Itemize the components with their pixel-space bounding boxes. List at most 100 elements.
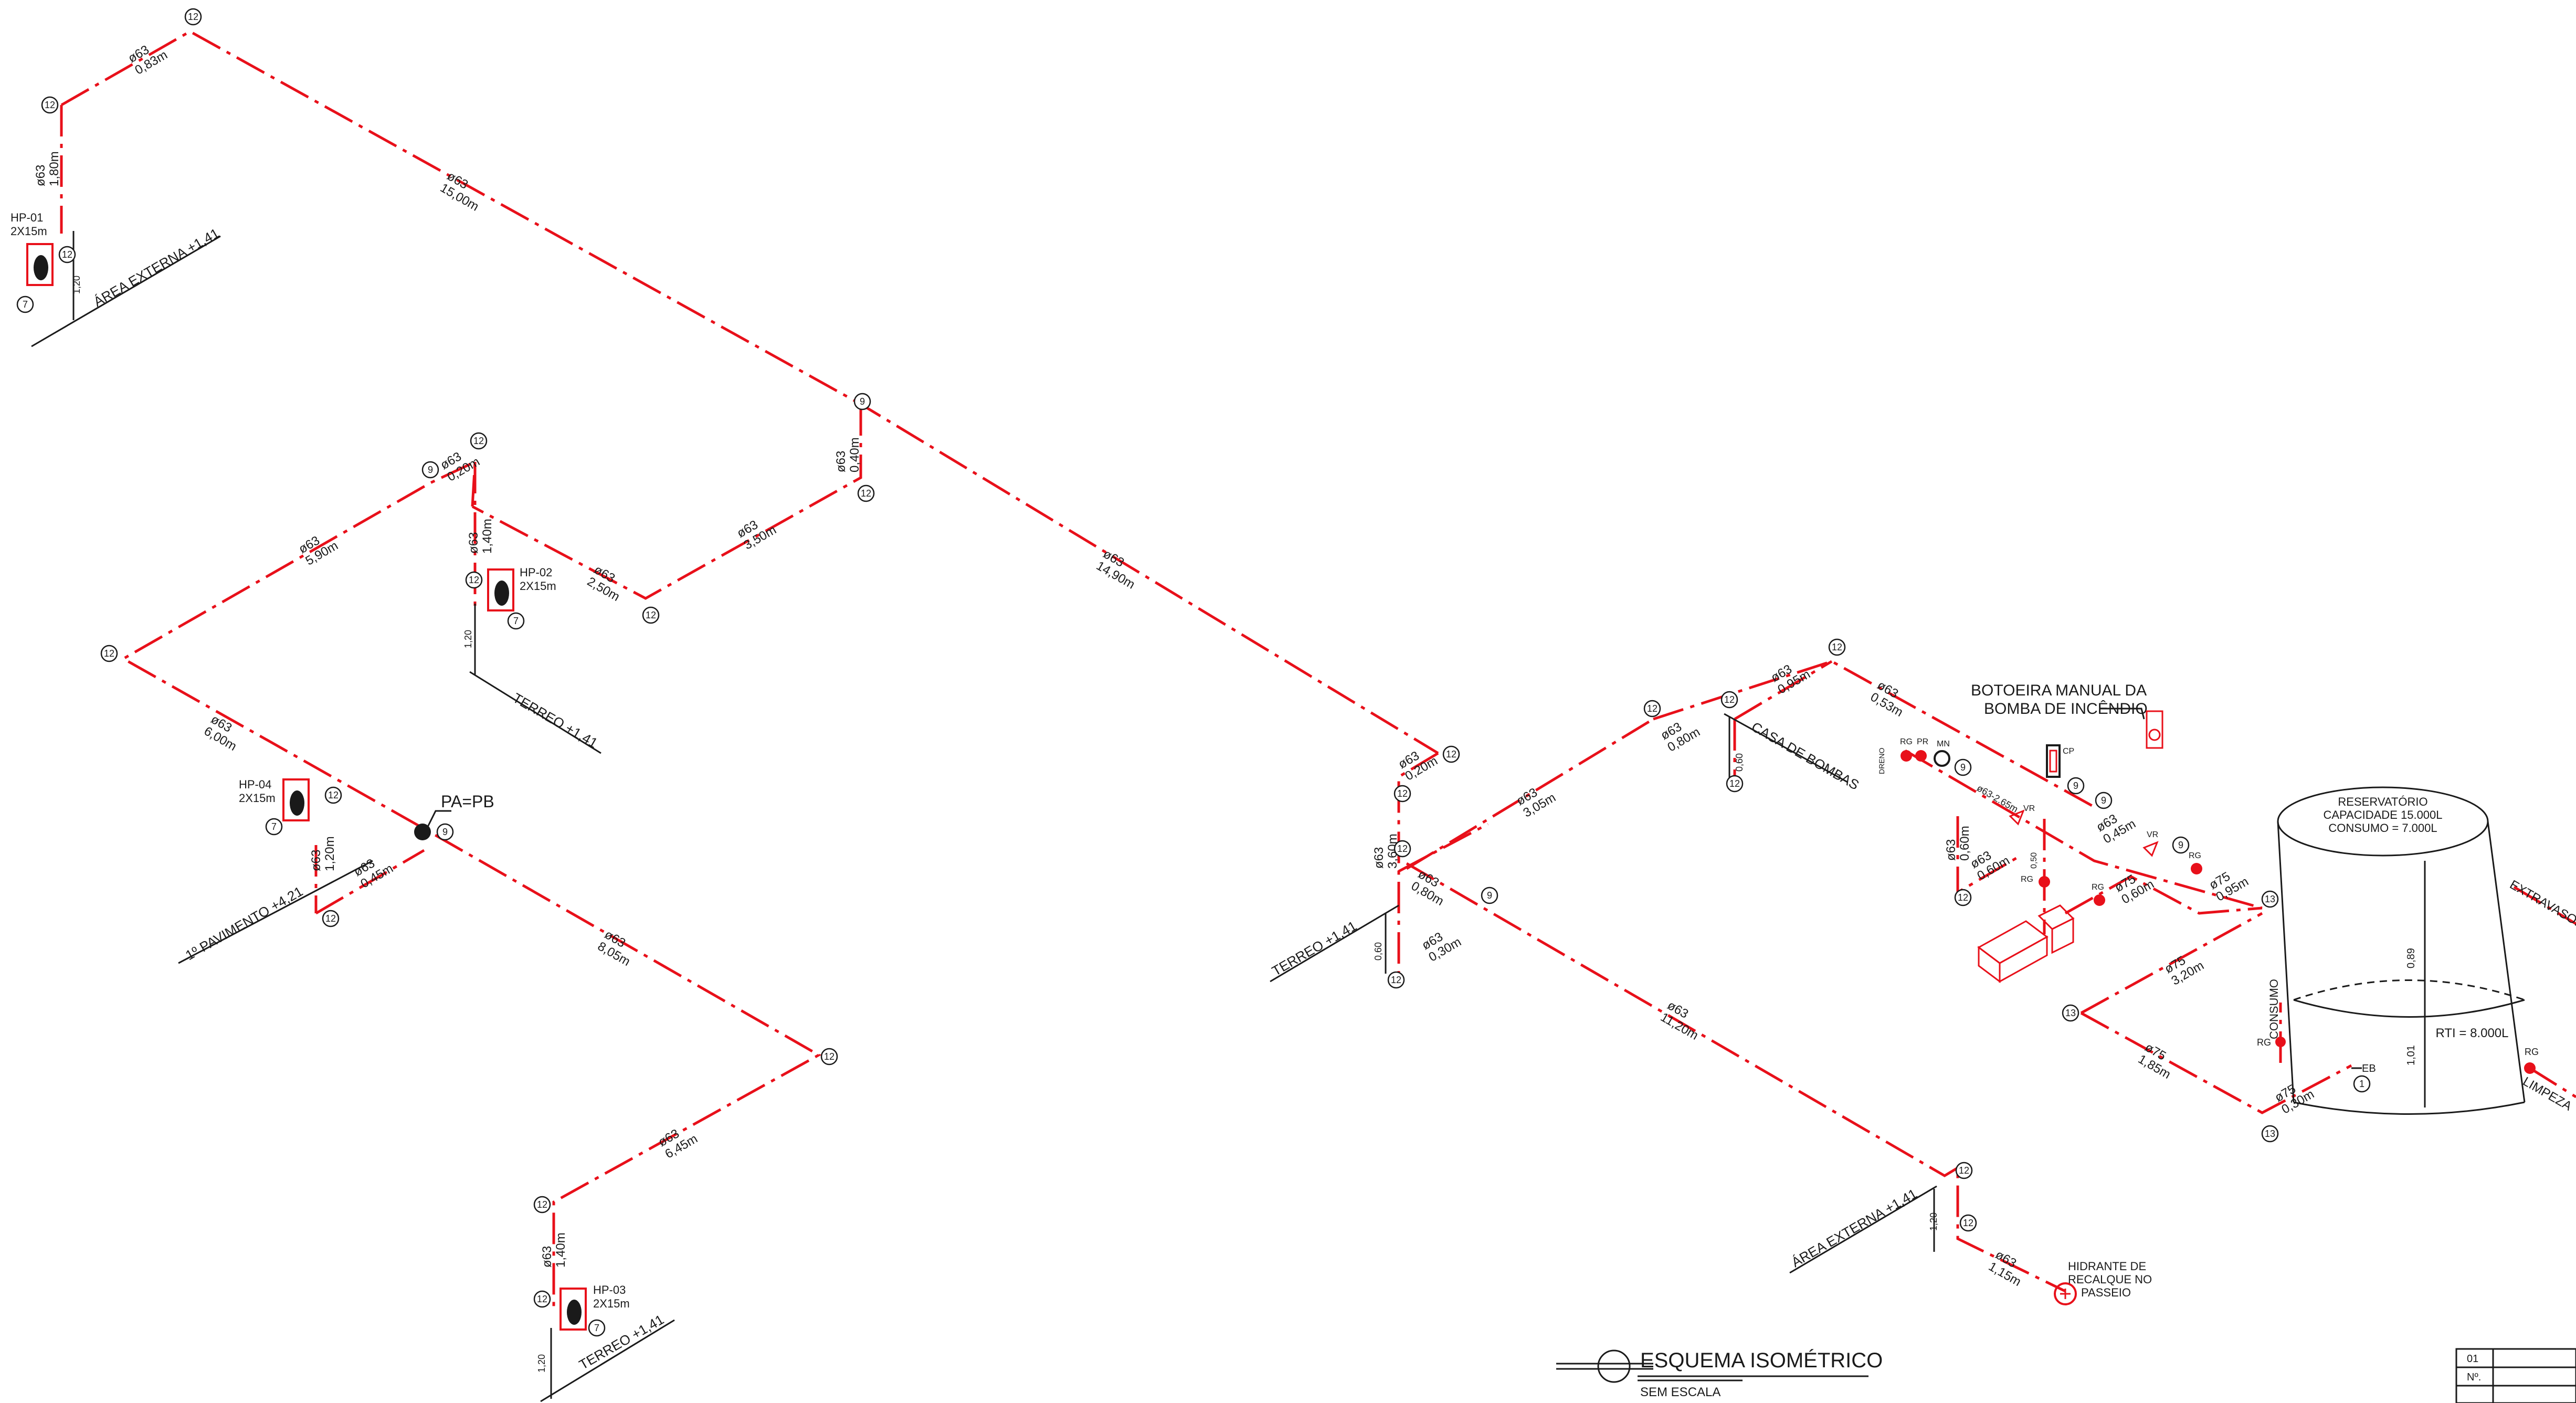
table-row-01: 01 (2467, 1353, 2478, 1365)
level-casa: CASA DE BOMBAS (1749, 719, 1862, 793)
dim-120-c: 1,20 (536, 1354, 547, 1373)
dim-089: 0,89 (2405, 948, 2417, 968)
dia-4: ø63 (834, 451, 848, 472)
pipe-network (60, 30, 2352, 1307)
node-12: 12 (62, 249, 72, 260)
hp04-id: HP-04 (239, 778, 271, 791)
hp03-id: HP-03 (593, 1283, 626, 1296)
node-12: 12 (1397, 788, 1408, 799)
level-ext2: ÁREA EXTERNA +1,41 (1789, 1186, 1920, 1270)
rg-limpeza: RG (2525, 1047, 2539, 1057)
node-7: 7 (513, 616, 519, 626)
hp03-hose: 2X15m (593, 1297, 630, 1310)
dia-reduction: ø63-2.65m (1975, 783, 2020, 815)
papb-marker (414, 824, 431, 840)
hydrant-hp01[interactable]: HP-01 2X15m (10, 211, 54, 286)
pr-tag: PR (1917, 737, 1928, 746)
node-12: 12 (646, 610, 656, 620)
hydrant-hp02[interactable]: HP-02 2X15m (487, 566, 556, 611)
node-12: 12 (325, 913, 336, 924)
node-9: 9 (1960, 762, 1966, 773)
diagram-title: ESQUEMA ISOMÉTRICO (1640, 1348, 1883, 1372)
extravasor-label: EXTRAVASOR (2507, 878, 2576, 932)
node-12: 12 (1391, 975, 1401, 985)
dim-120-b: 1,20 (463, 630, 473, 648)
len-060a: 0,60m (1958, 826, 1972, 861)
reservoir-title: RESERVATÓRIO (2338, 795, 2427, 808)
hp02-hose: 2X15m (520, 579, 556, 593)
misc-notes: PA=PB HIDRANTE DE RECALQUE NO PASSEIO (414, 792, 2152, 1305)
len-120: 1,20m (323, 836, 337, 871)
hp01-id: HP-01 (10, 211, 43, 224)
node-12: 12 (1958, 892, 1968, 903)
pump-room: BOTOEIRA MANUAL DA BOMBA DE INCÊNDIO RG … (1877, 682, 2202, 983)
dim-101: 1,01 (2405, 1045, 2417, 1066)
rg-tag-2: RG (2021, 875, 2033, 884)
rg-tag-3: RG (2092, 883, 2104, 892)
node-10: 9 (2178, 840, 2183, 850)
node-12: 12 (188, 12, 198, 22)
node-12: 12 (1647, 703, 1657, 714)
node-12: 12 (104, 648, 114, 659)
dim-120-d: 1,20 (1928, 1212, 1939, 1231)
node-12: 12 (469, 575, 479, 585)
recalque-line2: RECALQUE NO (2068, 1273, 2152, 1286)
level-ter2: TERREO +1,41 (576, 1312, 667, 1373)
len-040: 0,40m (848, 437, 862, 472)
node-12: 12 (537, 1294, 547, 1304)
dia-2: ø63 (34, 165, 48, 186)
node-12: 12 (328, 790, 339, 800)
dim-060-b: 0,60 (1734, 753, 1745, 772)
node-12: 12 (824, 1051, 835, 1062)
level-ter1: TERREO +1,41 (510, 690, 600, 751)
node-12: 12 (861, 488, 871, 499)
hp04-hose: 2X15m (239, 792, 276, 805)
node-12: 12 (1963, 1218, 1973, 1228)
title-block: ESQUEMA ISOMÉTRICO SEM ESCALA (1556, 1348, 1883, 1399)
recalque-line1: HIDRANTE DE (2068, 1260, 2146, 1273)
len-140b: 1,40m (554, 1232, 568, 1268)
node-9: 9 (860, 396, 865, 407)
recalque-line3: PASSEIO (2081, 1286, 2131, 1299)
dreno-tag: DRENO (1877, 747, 1886, 774)
hydrant-hp04[interactable]: HP-04 2X15m (239, 778, 310, 821)
node-13: 13 (2265, 1128, 2275, 1139)
node-7: 7 (594, 1323, 599, 1333)
botoeira-line1: BOTOEIRA MANUAL DA (1971, 682, 2147, 699)
node-12: 12 (1397, 843, 1408, 854)
pipe-labels: ø63 0,83m ø63 1,80m ø63 15,00m ø63 0,40m… (34, 43, 2317, 1289)
node-12: 12 (1729, 778, 1740, 789)
rg-consumo: RG (2257, 1037, 2271, 1048)
level-pav1: 1º PAVIMENTO +4,21 (183, 883, 305, 963)
node-9: 9 (442, 827, 448, 837)
hydrant-hp03[interactable]: HP-03 2X15m (559, 1283, 630, 1331)
cp-tag: CP (2063, 747, 2074, 756)
vr-tag-1: VR (2023, 804, 2035, 813)
dia-8: ø63 (467, 532, 481, 554)
node-12: 12 (1832, 642, 1842, 652)
dia-16: ø63 (540, 1246, 554, 1268)
dim-120-a: 1,20 (71, 276, 82, 294)
rg-tag-1: RG (1900, 737, 1913, 746)
dia-12: ø63 (309, 850, 323, 871)
dia-26: ø63 (1944, 839, 1958, 861)
node-12: 12 (473, 436, 484, 446)
node-9: 9 (1487, 890, 1492, 901)
len-140a: 1,40m (480, 519, 494, 554)
level-lines: ÁREA EXTERNA +1,41 1,20 TERREO +1,41 1,2… (31, 225, 1939, 1402)
node-13: 13 (2065, 1008, 2076, 1018)
botoeira-box (2146, 710, 2163, 749)
consumo-label: CONSUMO (2267, 979, 2281, 1039)
node-12: 12 (1959, 1165, 1969, 1176)
node-7: 7 (23, 299, 28, 310)
reservoir-consumo: CONSUMO = 7.000L (2328, 821, 2437, 835)
diagram-subtitle: SEM ESCALA (1640, 1385, 1720, 1399)
eb-label: EB (2362, 1063, 2376, 1074)
node-12: 12 (45, 100, 55, 110)
node-13: 13 (2265, 894, 2275, 904)
reservoir-tank: RESERVATÓRIO CAPACIDADE 15.000L CONSUMO … (2257, 786, 2576, 1115)
node-9: 9 (2101, 795, 2106, 806)
pump-motor (1977, 904, 2075, 983)
node-1: 1 (2359, 1079, 2364, 1089)
dia-18: ø63 (1372, 847, 1386, 869)
